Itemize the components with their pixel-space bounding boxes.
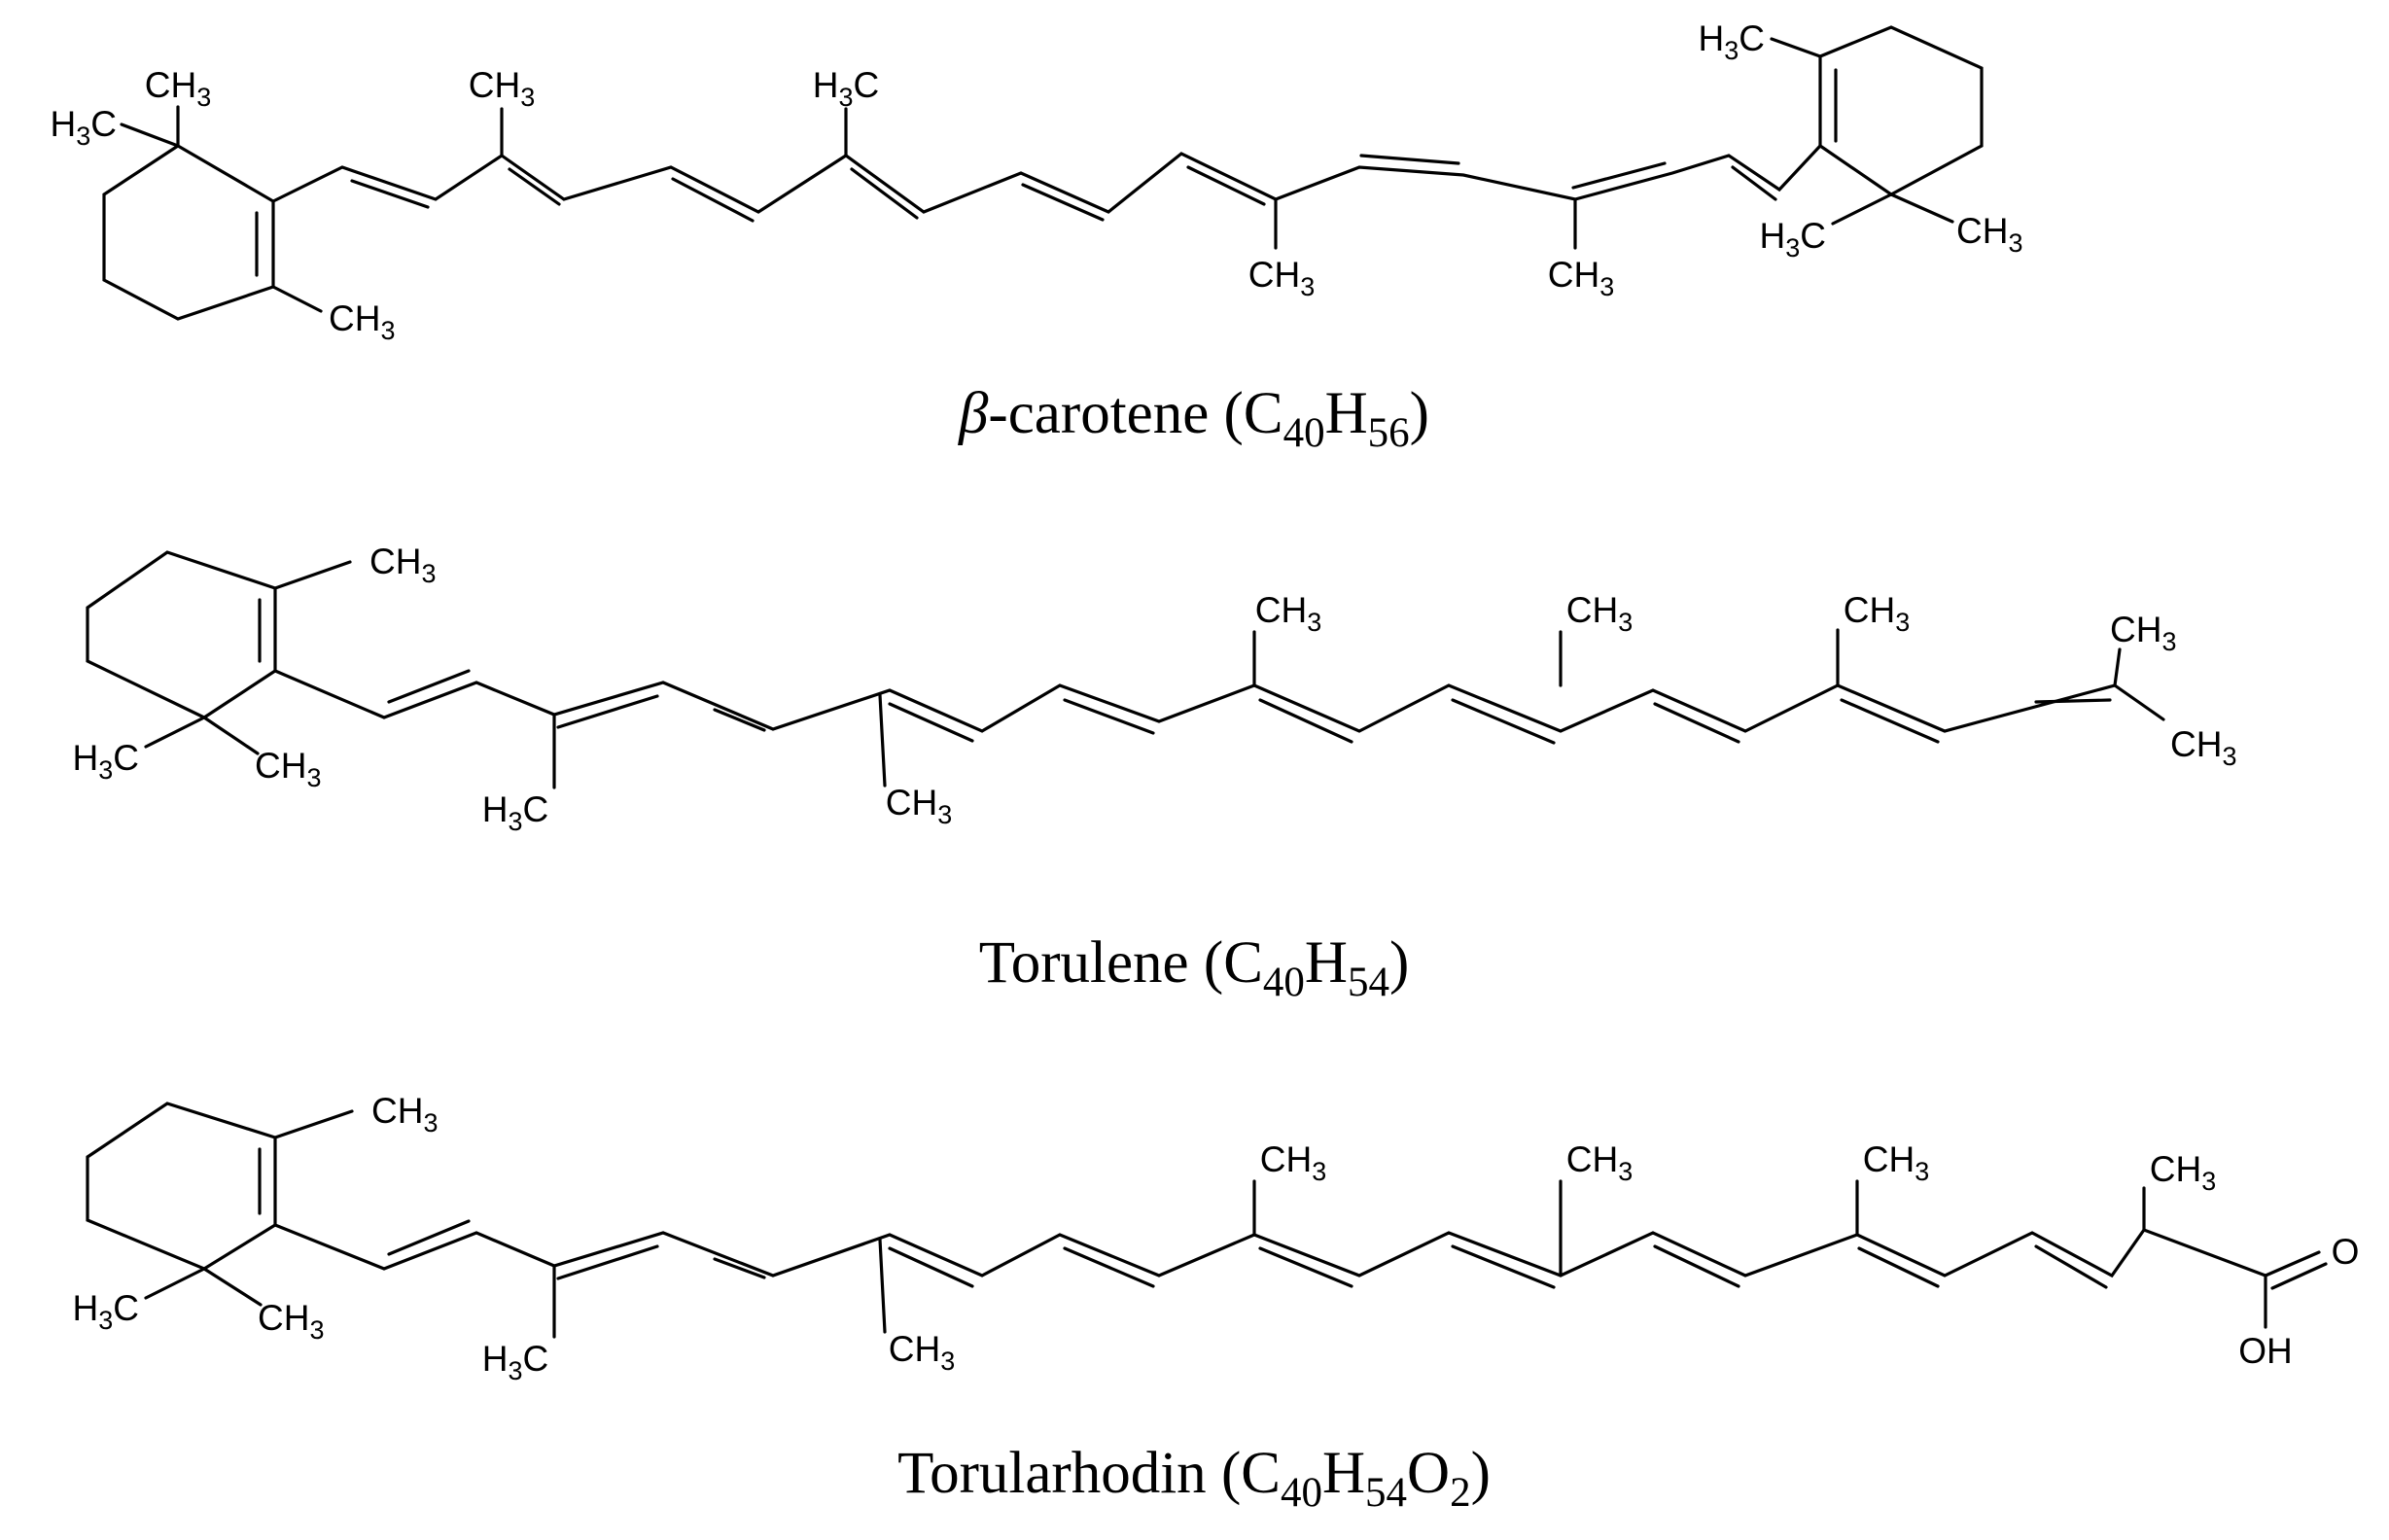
methyl-label: CH3 xyxy=(145,65,211,112)
torularhodin-caption: Torularhodin (C40H54O2) xyxy=(897,1441,1491,1516)
methyl-label: H3C xyxy=(482,789,549,836)
torulene-bonds xyxy=(86,550,2165,789)
methyl-label: CH3 xyxy=(1956,211,2022,258)
methyl-label: H3C xyxy=(813,65,880,112)
methyl-label: H3C xyxy=(73,738,140,785)
torularhodin-bonds xyxy=(86,1102,2328,1339)
methyl-label: CH3 xyxy=(1255,590,1321,637)
beta-carotene-structure: CH3 H3C CH3 CH3 H3C CH3 CH3 H3C H3C CH3 … xyxy=(51,18,2023,456)
methyl-label: H3C xyxy=(1760,216,1827,262)
methyl-label: H3C xyxy=(1699,18,1766,65)
methyl-label: CH3 xyxy=(329,298,395,345)
torularhodin-structure: CH3 H3C CH3 H3C CH3 CH3 CH3 CH3 CH3 O OH… xyxy=(73,1091,2360,1516)
methyl-label: H3C xyxy=(73,1288,140,1335)
methyl-label: CH3 xyxy=(469,65,535,112)
methyl-label: CH3 xyxy=(886,783,952,829)
beta-carotene-atom-labels: CH3 H3C CH3 CH3 H3C CH3 CH3 H3C H3C CH3 xyxy=(51,18,2023,345)
torulene-atom-labels: CH3 H3C CH3 H3C CH3 CH3 CH3 CH3 CH3 CH3 xyxy=(73,542,2237,836)
beta-carotene-bonds xyxy=(102,25,1984,321)
methyl-label: CH3 xyxy=(371,1091,438,1138)
methyl-label: CH3 xyxy=(1260,1139,1326,1186)
methyl-label: CH3 xyxy=(369,542,436,588)
methyl-label: CH3 xyxy=(1548,255,1614,301)
torulene-caption: Torulene (C40H54) xyxy=(979,930,1410,1005)
methyl-label: CH3 xyxy=(258,1298,324,1345)
torulene-structure: CH3 H3C CH3 H3C CH3 CH3 CH3 CH3 CH3 CH3 … xyxy=(73,542,2237,1005)
oxygen-label: O xyxy=(2332,1232,2360,1272)
methyl-label: H3C xyxy=(482,1339,549,1385)
torularhodin-atom-labels: CH3 H3C CH3 H3C CH3 CH3 CH3 CH3 CH3 O OH xyxy=(73,1091,2360,1385)
methyl-label: CH3 xyxy=(1248,255,1315,301)
methyl-label: CH3 xyxy=(2150,1149,2216,1196)
methyl-label: CH3 xyxy=(889,1329,955,1376)
methyl-label: CH3 xyxy=(1863,1139,1929,1186)
hydroxyl-label: OH xyxy=(2238,1331,2293,1371)
methyl-label: H3C xyxy=(51,104,118,151)
methyl-label: CH3 xyxy=(1566,590,1633,637)
beta-carotene-caption: β-carotene (C40H56) xyxy=(958,381,1429,456)
methyl-label: CH3 xyxy=(255,746,321,792)
methyl-label: CH3 xyxy=(1844,590,1910,637)
methyl-label: CH3 xyxy=(2170,724,2236,771)
methyl-label: CH3 xyxy=(1566,1139,1633,1186)
methyl-label: CH3 xyxy=(2110,610,2176,656)
